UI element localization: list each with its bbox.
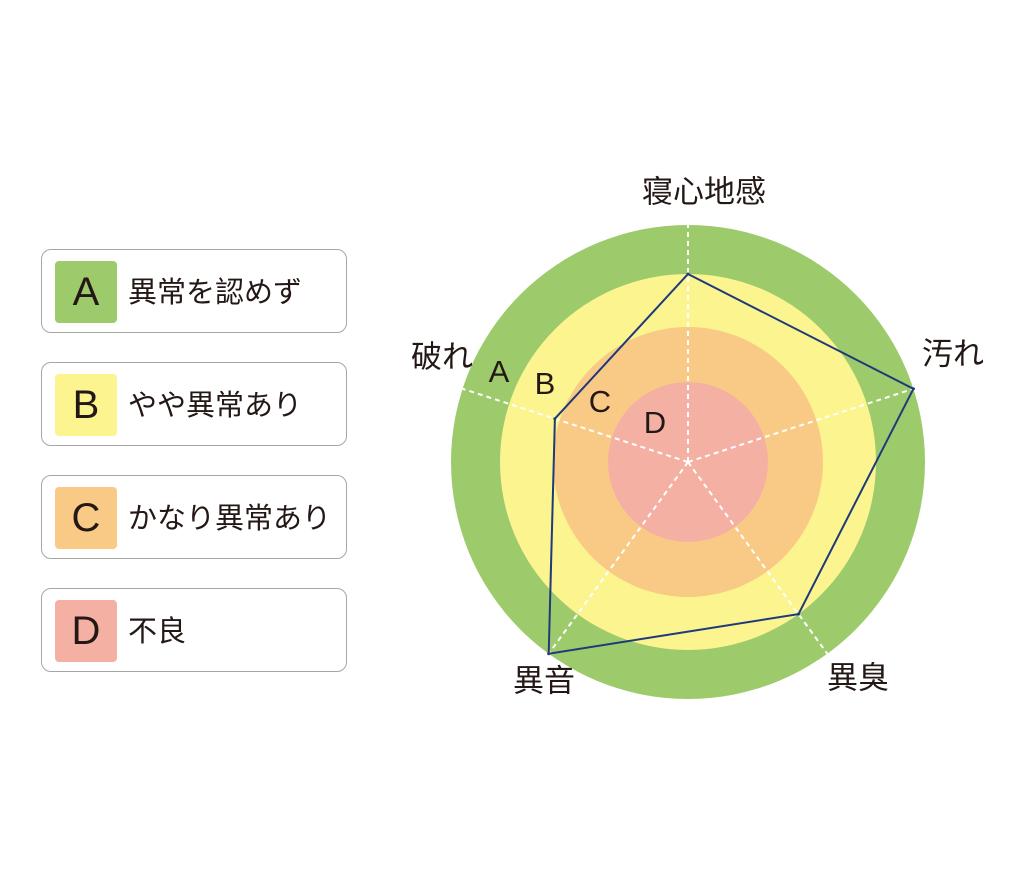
scale-label-b: B (535, 366, 556, 401)
axis-label-4: 異音 (513, 664, 575, 700)
legend-label-d: 不良 (128, 614, 187, 648)
legend-swatch-d: D (55, 600, 117, 662)
series-point-2 (911, 387, 915, 391)
legend-swatch-a: A (55, 261, 117, 323)
legend-label-c: かなり異常あり (128, 501, 332, 535)
legend-label-a: 異常を認めず (128, 275, 303, 309)
scale-label-d: D (644, 405, 666, 440)
axis-label-1: 寝心地感 (642, 175, 766, 211)
axis-label-5: 破れ (411, 340, 473, 376)
spoke-5 (459, 386, 689, 463)
spoke-4 (546, 461, 689, 657)
spoke-3 (687, 461, 830, 657)
legend-letter-b: B (72, 382, 100, 427)
scale-label-a: A (489, 354, 510, 389)
legend-item-a: A 異常を認めず (41, 249, 347, 333)
legend-letter-a: A (72, 269, 100, 314)
scale-label-c: C (589, 384, 611, 419)
legend-swatch-b: B (55, 374, 117, 436)
legend-item-c: C かなり異常あり (41, 475, 347, 559)
series-point-5 (553, 417, 557, 421)
legend-swatch-c: C (55, 487, 117, 549)
spoke-2 (687, 386, 917, 463)
legend-item-b: B やや異常あり (41, 362, 347, 446)
axis-label-3: 異臭 (827, 661, 889, 697)
series-point-4 (547, 652, 551, 656)
axis-label-2: 汚れ (922, 337, 984, 373)
series-polygon (547, 272, 915, 655)
legend-label-b: やや異常あり (128, 388, 303, 422)
legend-letter-d: D (71, 608, 101, 653)
legend-item-d: D 不良 (41, 588, 347, 672)
series-point-1 (686, 272, 690, 276)
series-point-3 (797, 612, 801, 616)
legend-letter-c: C (71, 495, 101, 540)
